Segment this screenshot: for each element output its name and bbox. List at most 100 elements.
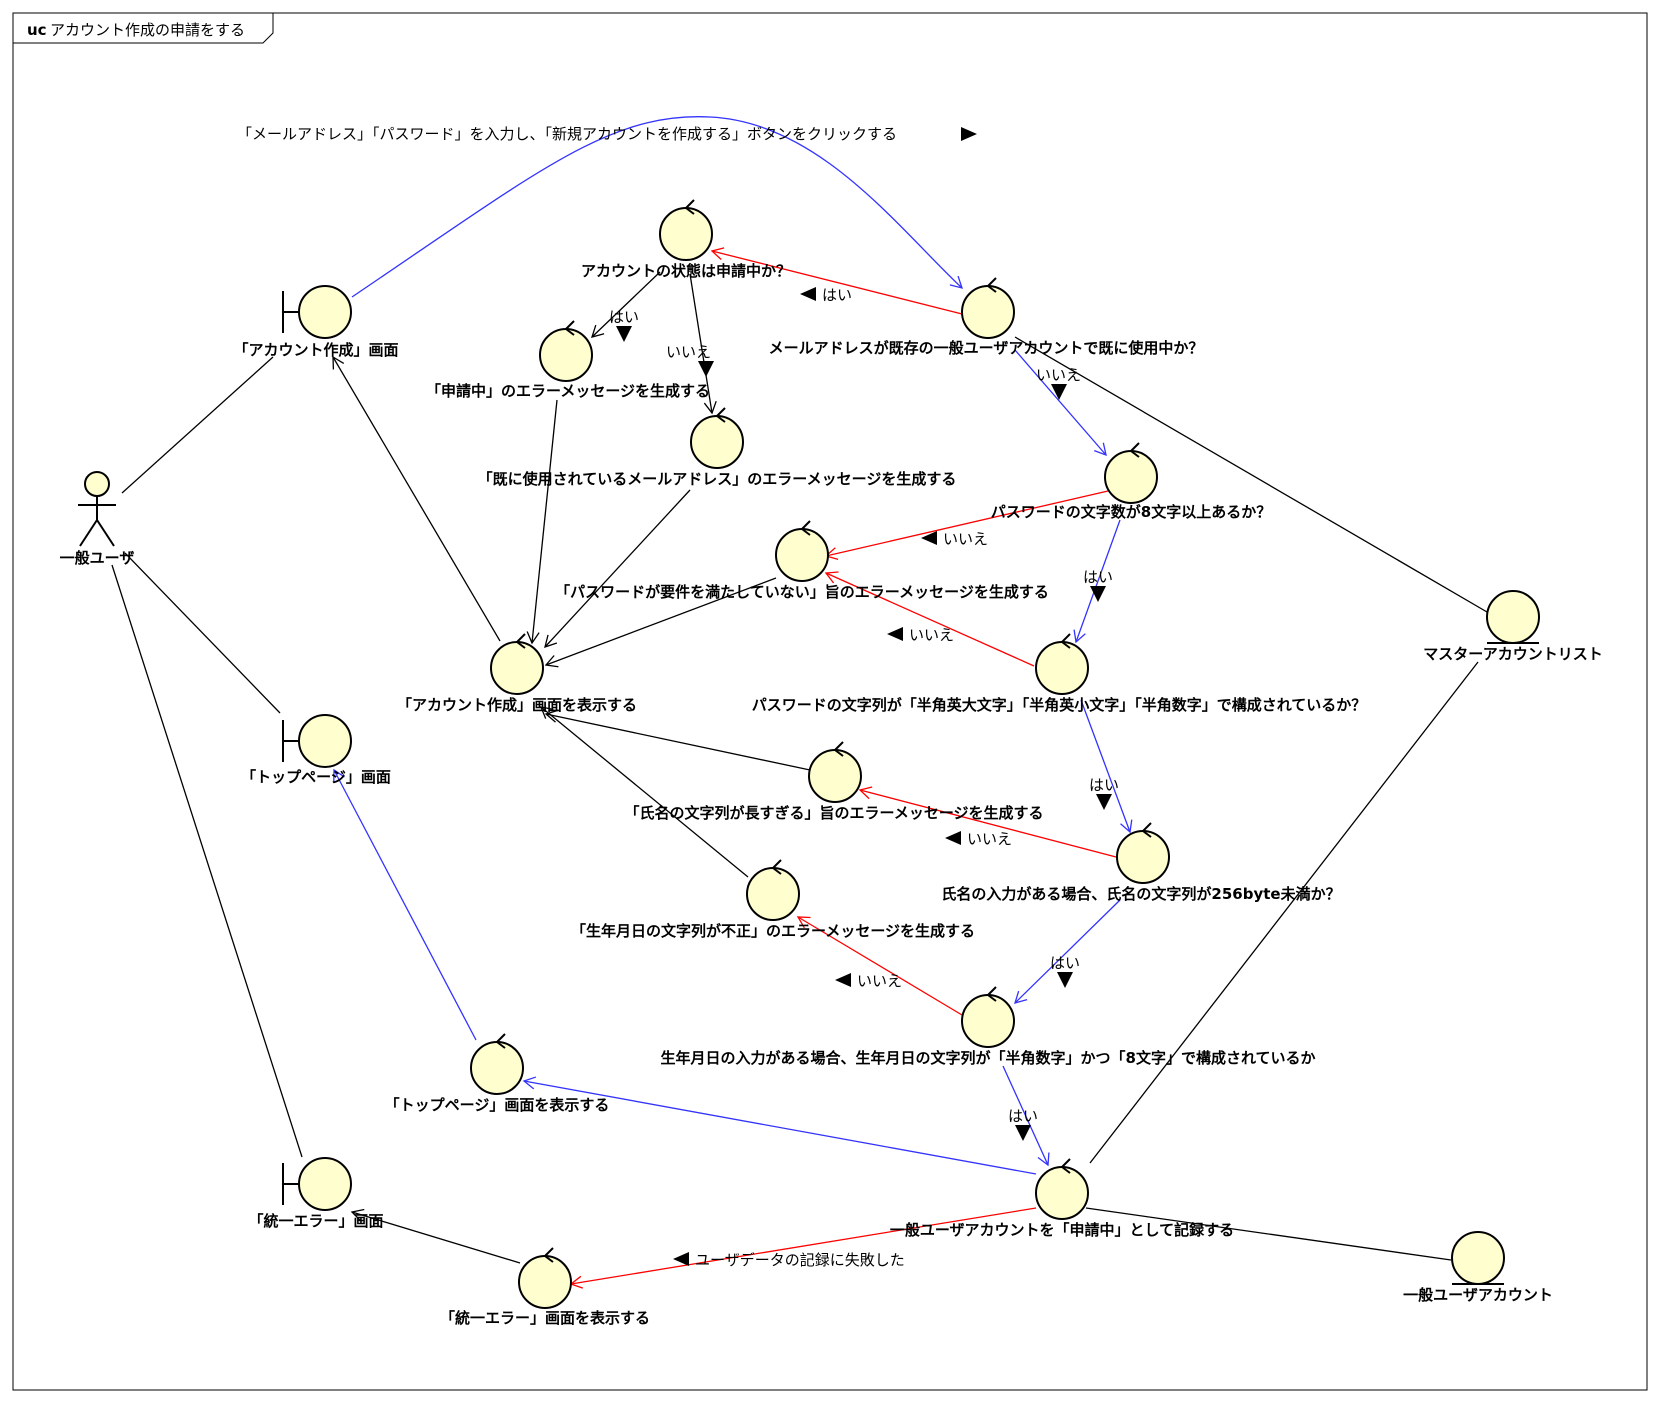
edge-showerror-errorscreen	[350, 1208, 521, 1264]
edge-email-status	[710, 247, 963, 315]
control-pw-length[interactable]: パスワードの文字数が8文字以上あるか？	[991, 442, 1271, 521]
control-label: 一般ユーザアカウントを「申請中」として記録する	[890, 1221, 1234, 1239]
control-show-account[interactable]: 「アカウント作成」画面を表示する	[397, 633, 637, 714]
edge-labels: 「メールアドレス」「パスワード」を入力し、「新規アカウントを作成する」ボタンをク…	[237, 125, 1119, 1269]
entity-master-list[interactable]: マスターアカウントリスト	[1423, 590, 1603, 663]
edge-charset-pwerror	[824, 571, 1035, 667]
boundary-icon	[282, 714, 352, 768]
actor-stick-figure-icon	[78, 471, 116, 547]
edge-label-yes: はい	[1089, 776, 1119, 794]
triangle-right-icon	[961, 127, 977, 141]
control-label: 「トップページ」画面を表示する	[385, 1096, 610, 1114]
edge-label-no: いいえ	[857, 972, 902, 990]
control-pw-error[interactable]: 「パスワードが要件を満たしていない」旨のエラーメッセージを生成する	[555, 520, 1049, 601]
control-show-error[interactable]: 「統一エラー」画面を表示する	[440, 1247, 650, 1327]
triangle-left-icon	[800, 287, 816, 301]
control-icon	[470, 1033, 524, 1095]
control-name-error[interactable]: 「氏名の文字列が長すぎる」旨のエラーメッセージを生成する	[624, 741, 1044, 822]
triangle-down-icon	[1057, 972, 1073, 988]
edge-birthcheck-birtherror	[796, 916, 963, 1016]
actor-general-user[interactable]: 一般ユーザ	[60, 471, 135, 567]
edge-label-no: いいえ	[943, 530, 988, 548]
control-label: 「パスワードが要件を満たしていない」旨のエラーメッセージを生成する	[555, 583, 1049, 601]
boundary-label: 「統一エラー」画面	[248, 1212, 383, 1230]
control-label: 生年月日の入力がある場合、生年月日の文字列が「半角数字」かつ「8文字」で構成され…	[661, 1049, 1316, 1067]
control-label: パスワードの文字数が8文字以上あるか？	[991, 503, 1271, 521]
edge-record-useraccount	[1085, 1207, 1452, 1261]
edges	[111, 116, 1488, 1289]
control-icon	[1104, 442, 1158, 504]
control-account-status[interactable]: アカウントの状態は申請中か？	[581, 199, 791, 280]
edge-email-master	[1014, 336, 1488, 613]
control-icon	[961, 986, 1015, 1048]
control-icon	[961, 277, 1015, 339]
triangle-down-icon	[1051, 384, 1067, 400]
edge-actor-account-screen	[121, 356, 274, 494]
boundary-icon	[282, 285, 352, 339]
edge-label-yes: はい	[822, 286, 852, 304]
control-label: アカウントの状態は申請中か？	[581, 262, 791, 280]
edge-submit	[351, 116, 963, 298]
edge-email-pwlength	[1014, 349, 1107, 457]
control-email-used[interactable]: メールアドレスが既存の一般ユーザアカウントで既に使用中か？	[769, 277, 1204, 357]
edge-label-submit: 「メールアドレス」「パスワード」を入力し、「新規アカウントを作成する」ボタンをク…	[237, 125, 897, 143]
control-label: 「申請中」のエラーメッセージを生成する	[426, 382, 710, 400]
control-icon	[690, 407, 744, 469]
control-icon	[490, 633, 544, 695]
control-label: 氏名の入力がある場合、氏名の文字列が256byte未満か？	[941, 885, 1340, 903]
control-icon	[659, 199, 713, 261]
edge-birthcheck-record	[1002, 1065, 1050, 1167]
control-icon	[746, 859, 800, 921]
edge-actor-top-screen	[124, 552, 281, 714]
edge-pwlength-pwerror	[824, 490, 1109, 561]
edge-record-master	[1089, 661, 1479, 1164]
control-label: メールアドレスが既存の一般ユーザアカウントで既に使用中か？	[769, 339, 1204, 357]
edge-label-yes: はい	[1008, 1107, 1038, 1125]
control-birth-check[interactable]: 生年月日の入力がある場合、生年月日の文字列が「半角数字」かつ「8文字」で構成され…	[661, 986, 1316, 1067]
entity-user-account[interactable]: 一般ユーザアカウント	[1403, 1231, 1553, 1304]
control-label: 「アカウント作成」画面を表示する	[397, 696, 637, 714]
control-label: 「氏名の文字列が長すぎる」旨のエラーメッセージを生成する	[624, 804, 1043, 822]
entity-label: 一般ユーザアカウント	[1403, 1286, 1553, 1304]
edge-label-no: いいえ	[909, 626, 954, 644]
edge-status-pending	[591, 271, 661, 338]
control-label: 「統一エラー」画面を表示する	[440, 1309, 650, 1327]
edge-charset-namecheck	[1080, 699, 1133, 834]
control-pending-error[interactable]: 「申請中」のエラーメッセージを生成する	[426, 320, 710, 400]
control-icon	[775, 520, 829, 582]
control-record[interactable]: 一般ユーザアカウントを「申請中」として記録する	[890, 1158, 1234, 1239]
control-pw-charset[interactable]: パスワードの文字列が「半角英大文字」「半角英小文字」「半角数字」で構成されている…	[752, 633, 1367, 714]
control-icon	[539, 320, 593, 382]
edge-namecheck-birthcheck	[1014, 899, 1121, 1004]
frame-title-tab	[13, 12, 274, 44]
edge-emailerror-show	[544, 489, 691, 648]
edge-namecheck-nameerror	[858, 786, 1117, 858]
entity-icon	[1486, 590, 1540, 644]
control-name-check[interactable]: 氏名の入力がある場合、氏名の文字列が256byte未満か？	[941, 822, 1341, 903]
edge-label-no: いいえ	[1036, 366, 1081, 384]
boundary-error-screen[interactable]: 「統一エラー」画面	[248, 1157, 384, 1230]
triangle-down-icon	[616, 326, 632, 342]
control-icon	[1035, 633, 1089, 695]
control-show-top[interactable]: 「トップページ」画面を表示する	[385, 1033, 610, 1114]
frame-keyword: uc	[27, 21, 47, 39]
edge-label-yes: はい	[1083, 568, 1113, 586]
control-icon	[518, 1247, 572, 1309]
control-email-error[interactable]: 「既に使用されているメールアドレス」のエラーメッセージを生成する	[478, 407, 957, 488]
control-birth-error[interactable]: 「生年月日の文字列が不正」のエラーメッセージを生成する	[571, 859, 975, 940]
edge-record-showtop	[522, 1076, 1037, 1175]
triangle-down-icon	[698, 361, 714, 377]
edge-pwerror-show	[544, 577, 777, 668]
boundary-label: 「トップページ」画面	[241, 768, 391, 786]
edge-label-record-failed: ユーザデータの記録に失敗した	[695, 1251, 905, 1269]
triangle-left-icon	[921, 531, 937, 545]
edge-actor-error-screen	[111, 564, 303, 1158]
boundary-icon	[282, 1157, 352, 1211]
control-label: パスワードの文字列が「半角英大文字」「半角英小文字」「半角数字」で構成されている…	[752, 696, 1367, 714]
edge-label-yes: はい	[609, 308, 639, 326]
boundary-account-screen[interactable]: 「アカウント作成」画面	[233, 285, 399, 359]
boundary-top-screen[interactable]: 「トップページ」画面	[241, 714, 391, 786]
edge-label-no: いいえ	[666, 343, 711, 361]
edge-label-no: いいえ	[967, 830, 1012, 848]
